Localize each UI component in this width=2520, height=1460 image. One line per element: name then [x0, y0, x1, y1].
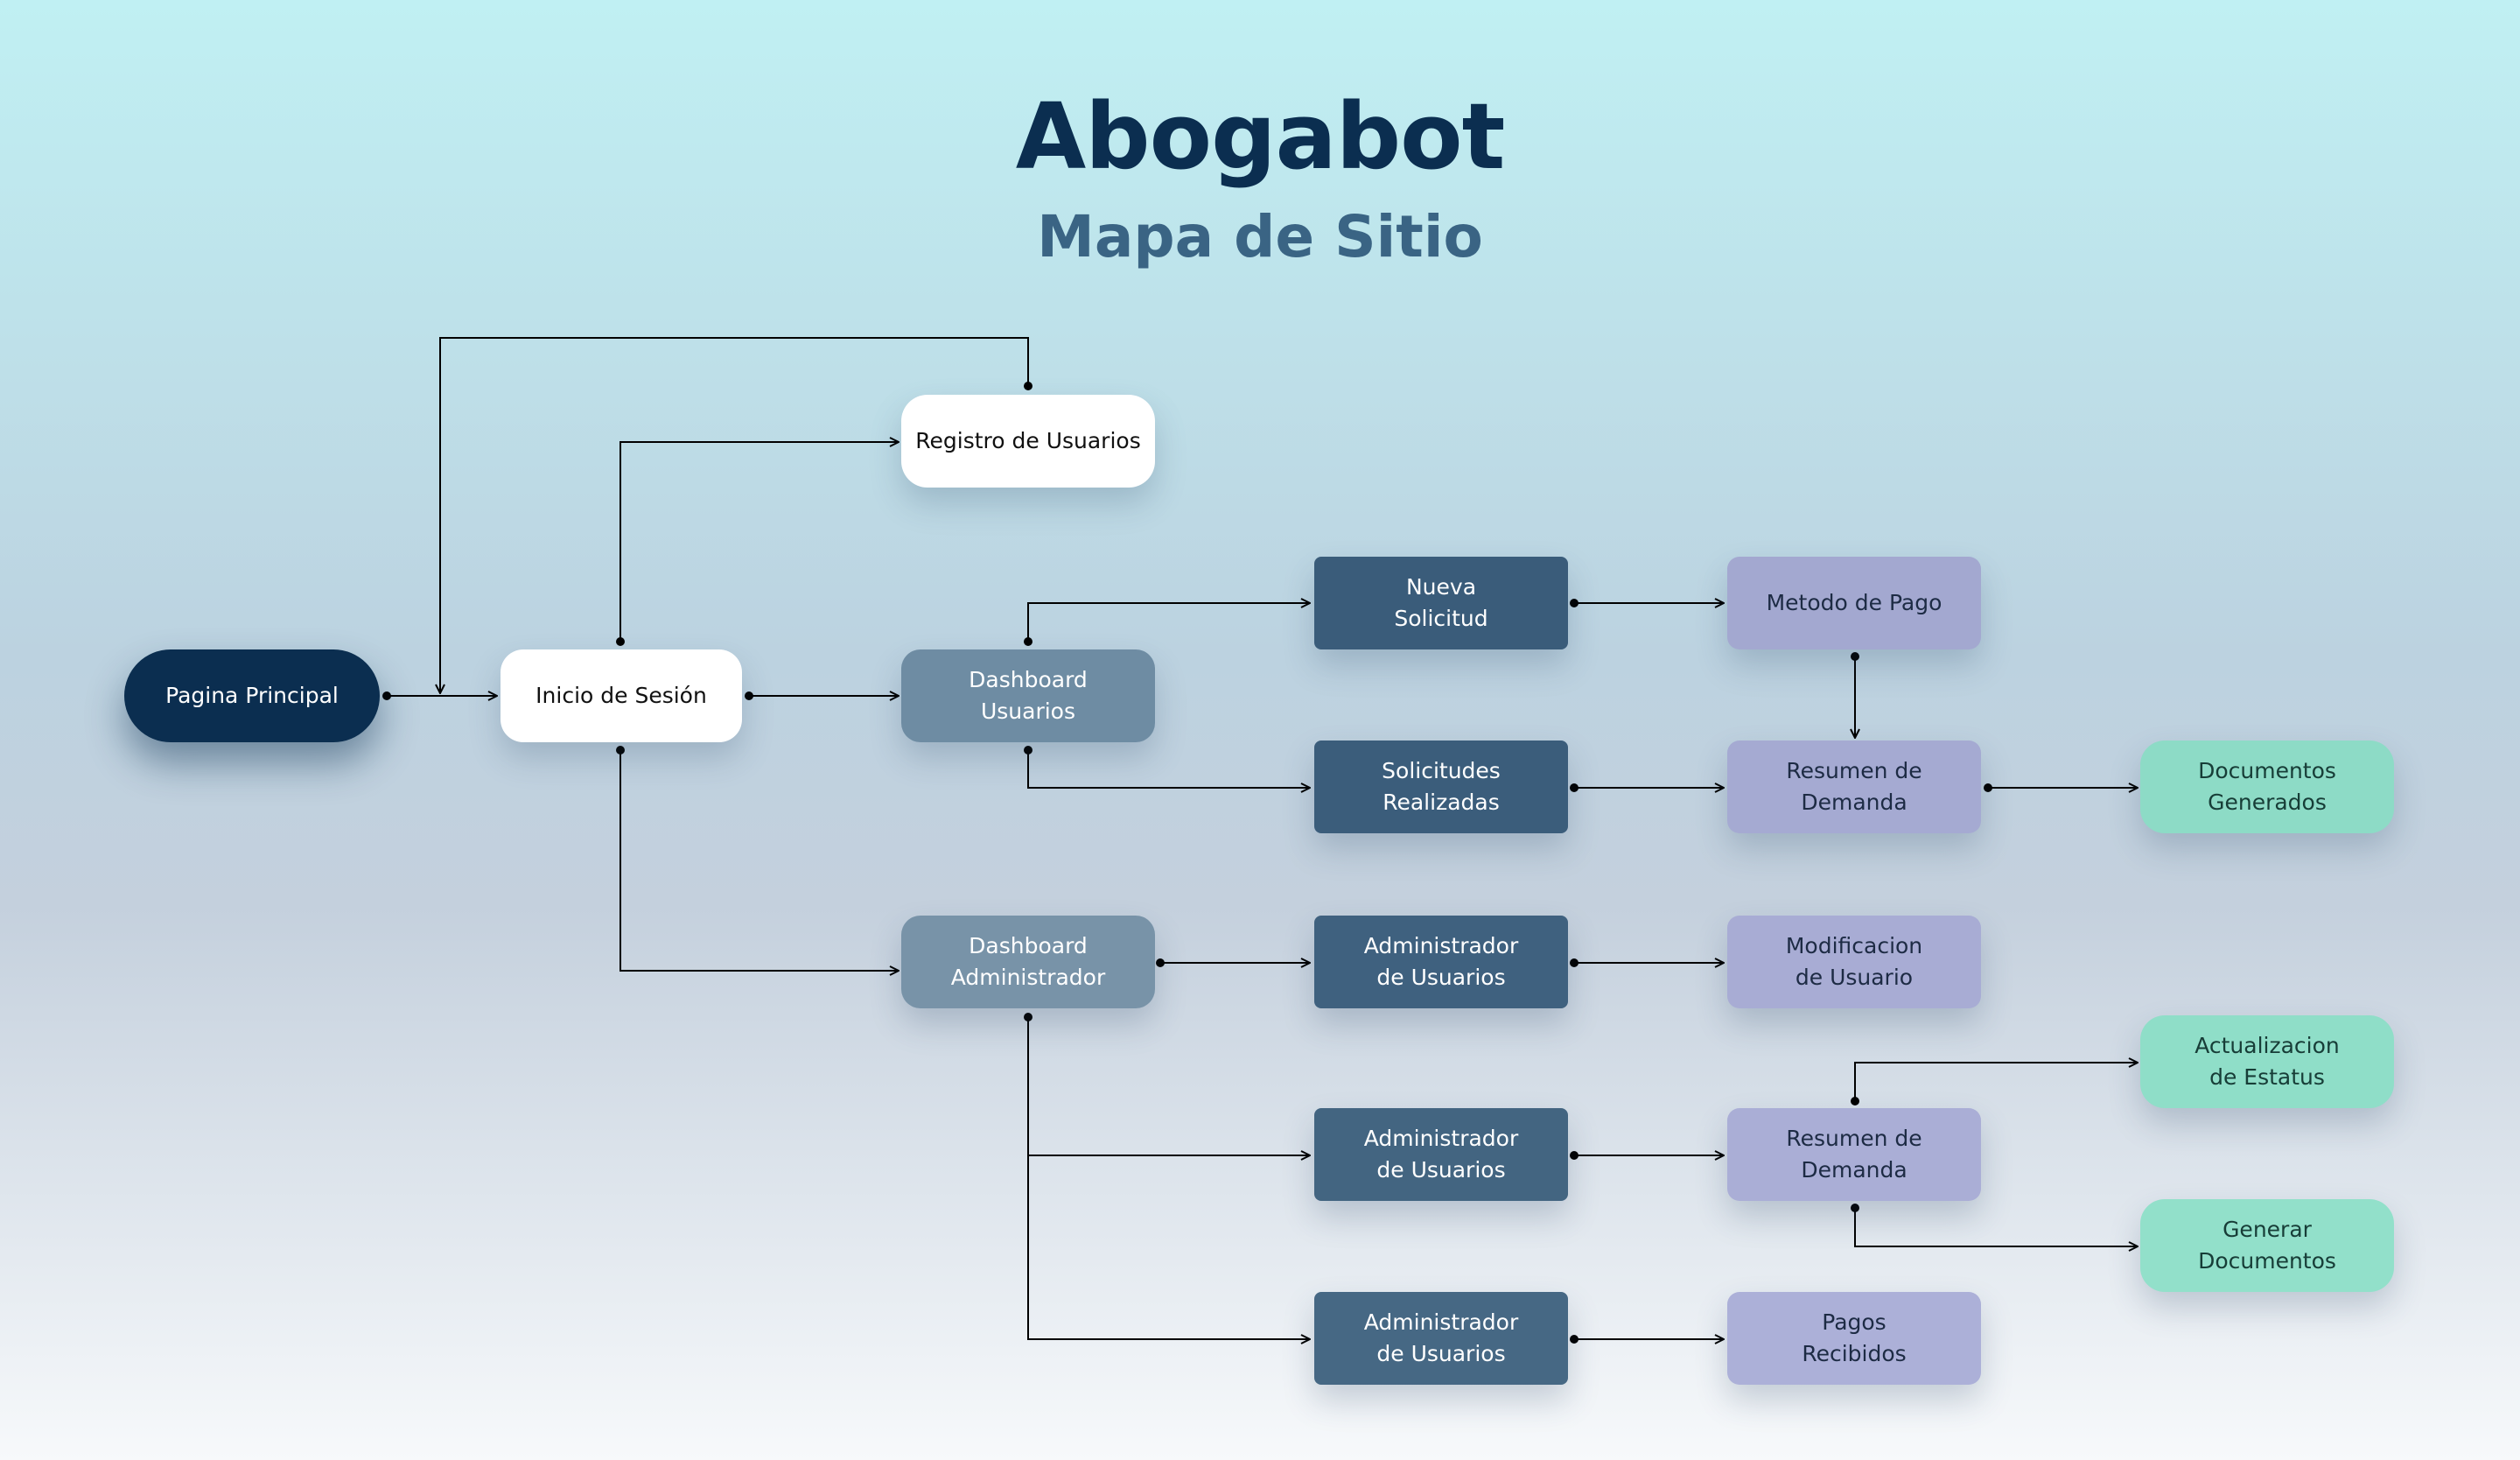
- node-dashboard-administrador[interactable]: Dashboard Administrador: [901, 916, 1155, 1008]
- edge-resumen-generar: [1854, 1208, 2138, 1246]
- node-registro-usuarios[interactable]: Registro de Usuarios: [901, 395, 1155, 488]
- node-administrador-usuarios-3[interactable]: Administrador de Usuarios: [1314, 1292, 1568, 1385]
- node-generar-documentos[interactable]: Generar Documentos: [2140, 1199, 2394, 1292]
- edge-admin-dash-admin2: [1027, 1017, 1310, 1155]
- node-pagos-recibidos[interactable]: Pagos Recibidos: [1727, 1292, 1981, 1385]
- edge-inicio-dashboard-admin: [620, 750, 899, 971]
- node-solicitudes-realizadas[interactable]: Solicitudes Realizadas: [1314, 741, 1568, 833]
- edge-inicio-registro: [620, 442, 899, 642]
- node-administrador-usuarios-2[interactable]: Administrador de Usuarios: [1314, 1108, 1568, 1201]
- edge-dashboard-solicitudes: [1027, 750, 1310, 788]
- edge-resumen-actualizacion: [1854, 1063, 2138, 1101]
- node-resumen-demanda-2[interactable]: Resumen de Demanda: [1727, 1108, 1981, 1201]
- node-resumen-demanda-1[interactable]: Resumen de Demanda: [1727, 741, 1981, 833]
- node-modificacion-usuario[interactable]: Modificacion de Usuario: [1727, 916, 1981, 1008]
- node-nueva-solicitud[interactable]: Nueva Solicitud: [1314, 557, 1568, 649]
- diagram-title: Abogabot: [1015, 83, 1506, 190]
- node-administrador-usuarios-1[interactable]: Administrador de Usuarios: [1314, 916, 1568, 1008]
- node-inicio-sesion[interactable]: Inicio de Sesión: [500, 649, 742, 742]
- edge-dashboard-nueva: [1027, 603, 1310, 642]
- diagram-subtitle: Mapa de Sitio: [1037, 203, 1483, 270]
- edge-registro-inicio: [440, 337, 1029, 693]
- edge-admin-dash-admin3: [1027, 1155, 1310, 1339]
- node-metodo-pago[interactable]: Metodo de Pago: [1727, 557, 1981, 649]
- node-dashboard-usuarios[interactable]: Dashboard Usuarios: [901, 649, 1155, 742]
- node-pagina-principal[interactable]: Pagina Principal: [124, 649, 380, 742]
- node-documentos-generados[interactable]: Documentos Generados: [2140, 741, 2394, 833]
- node-actualizacion-estatus[interactable]: Actualizacion de Estatus: [2140, 1015, 2394, 1108]
